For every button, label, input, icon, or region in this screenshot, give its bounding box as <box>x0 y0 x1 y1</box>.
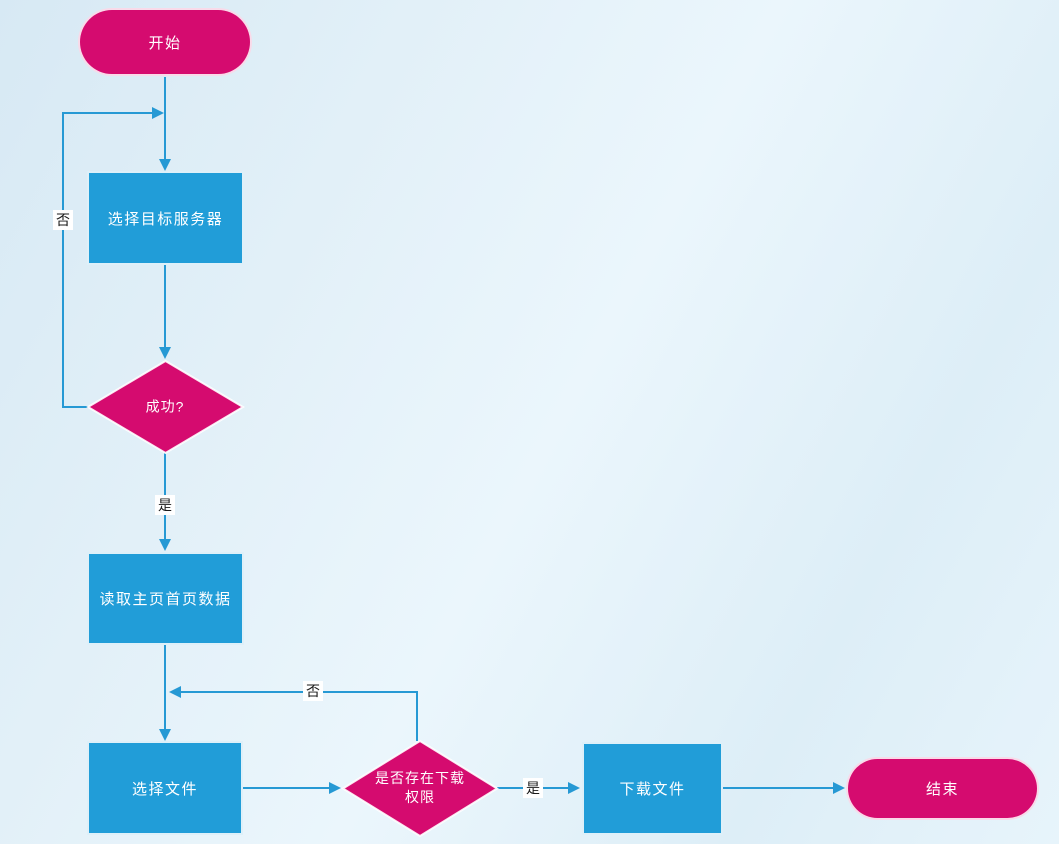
edge-label-success-yes: 是 <box>155 495 175 515</box>
arrowhead-into-permission <box>329 782 341 794</box>
arrowhead-into-end <box>833 782 845 794</box>
node-end-label: 结束 <box>925 781 959 798</box>
edge-permission-no-loop <box>181 691 418 741</box>
node-start[interactable]: 开始 <box>78 8 252 76</box>
arrowhead-into-download <box>568 782 580 794</box>
node-download-permission-decision[interactable] <box>341 739 499 838</box>
node-select-file[interactable]: 选择文件 <box>87 741 243 835</box>
edge-label-permission-yes: 是 <box>523 778 543 798</box>
arrowhead-no-loop-join2 <box>169 686 181 698</box>
node-select-server-label: 选择目标服务器 <box>107 210 224 228</box>
node-download-file[interactable]: 下载文件 <box>582 742 723 835</box>
node-download-file-label: 下载文件 <box>619 781 686 798</box>
arrowhead-into-read-homepage <box>159 539 171 551</box>
arrowhead-no-loop-join <box>152 107 164 119</box>
edge-label-permission-no: 否 <box>303 681 323 701</box>
node-read-homepage[interactable]: 读取主页首页数据 <box>87 552 244 645</box>
node-select-server[interactable]: 选择目标服务器 <box>87 171 244 265</box>
edge-success-no-loop <box>62 112 152 408</box>
node-end[interactable]: 结束 <box>846 757 1039 820</box>
node-success-decision[interactable] <box>86 359 245 455</box>
arrowhead-into-success <box>159 347 171 359</box>
node-start-label: 开始 <box>148 34 182 52</box>
edge-label-success-no: 否 <box>53 210 73 230</box>
node-read-homepage-label: 读取主页首页数据 <box>99 591 232 608</box>
arrowhead-into-select-file <box>159 729 171 741</box>
node-select-file-label: 选择文件 <box>131 780 198 798</box>
arrowhead-into-select-server <box>159 159 171 171</box>
